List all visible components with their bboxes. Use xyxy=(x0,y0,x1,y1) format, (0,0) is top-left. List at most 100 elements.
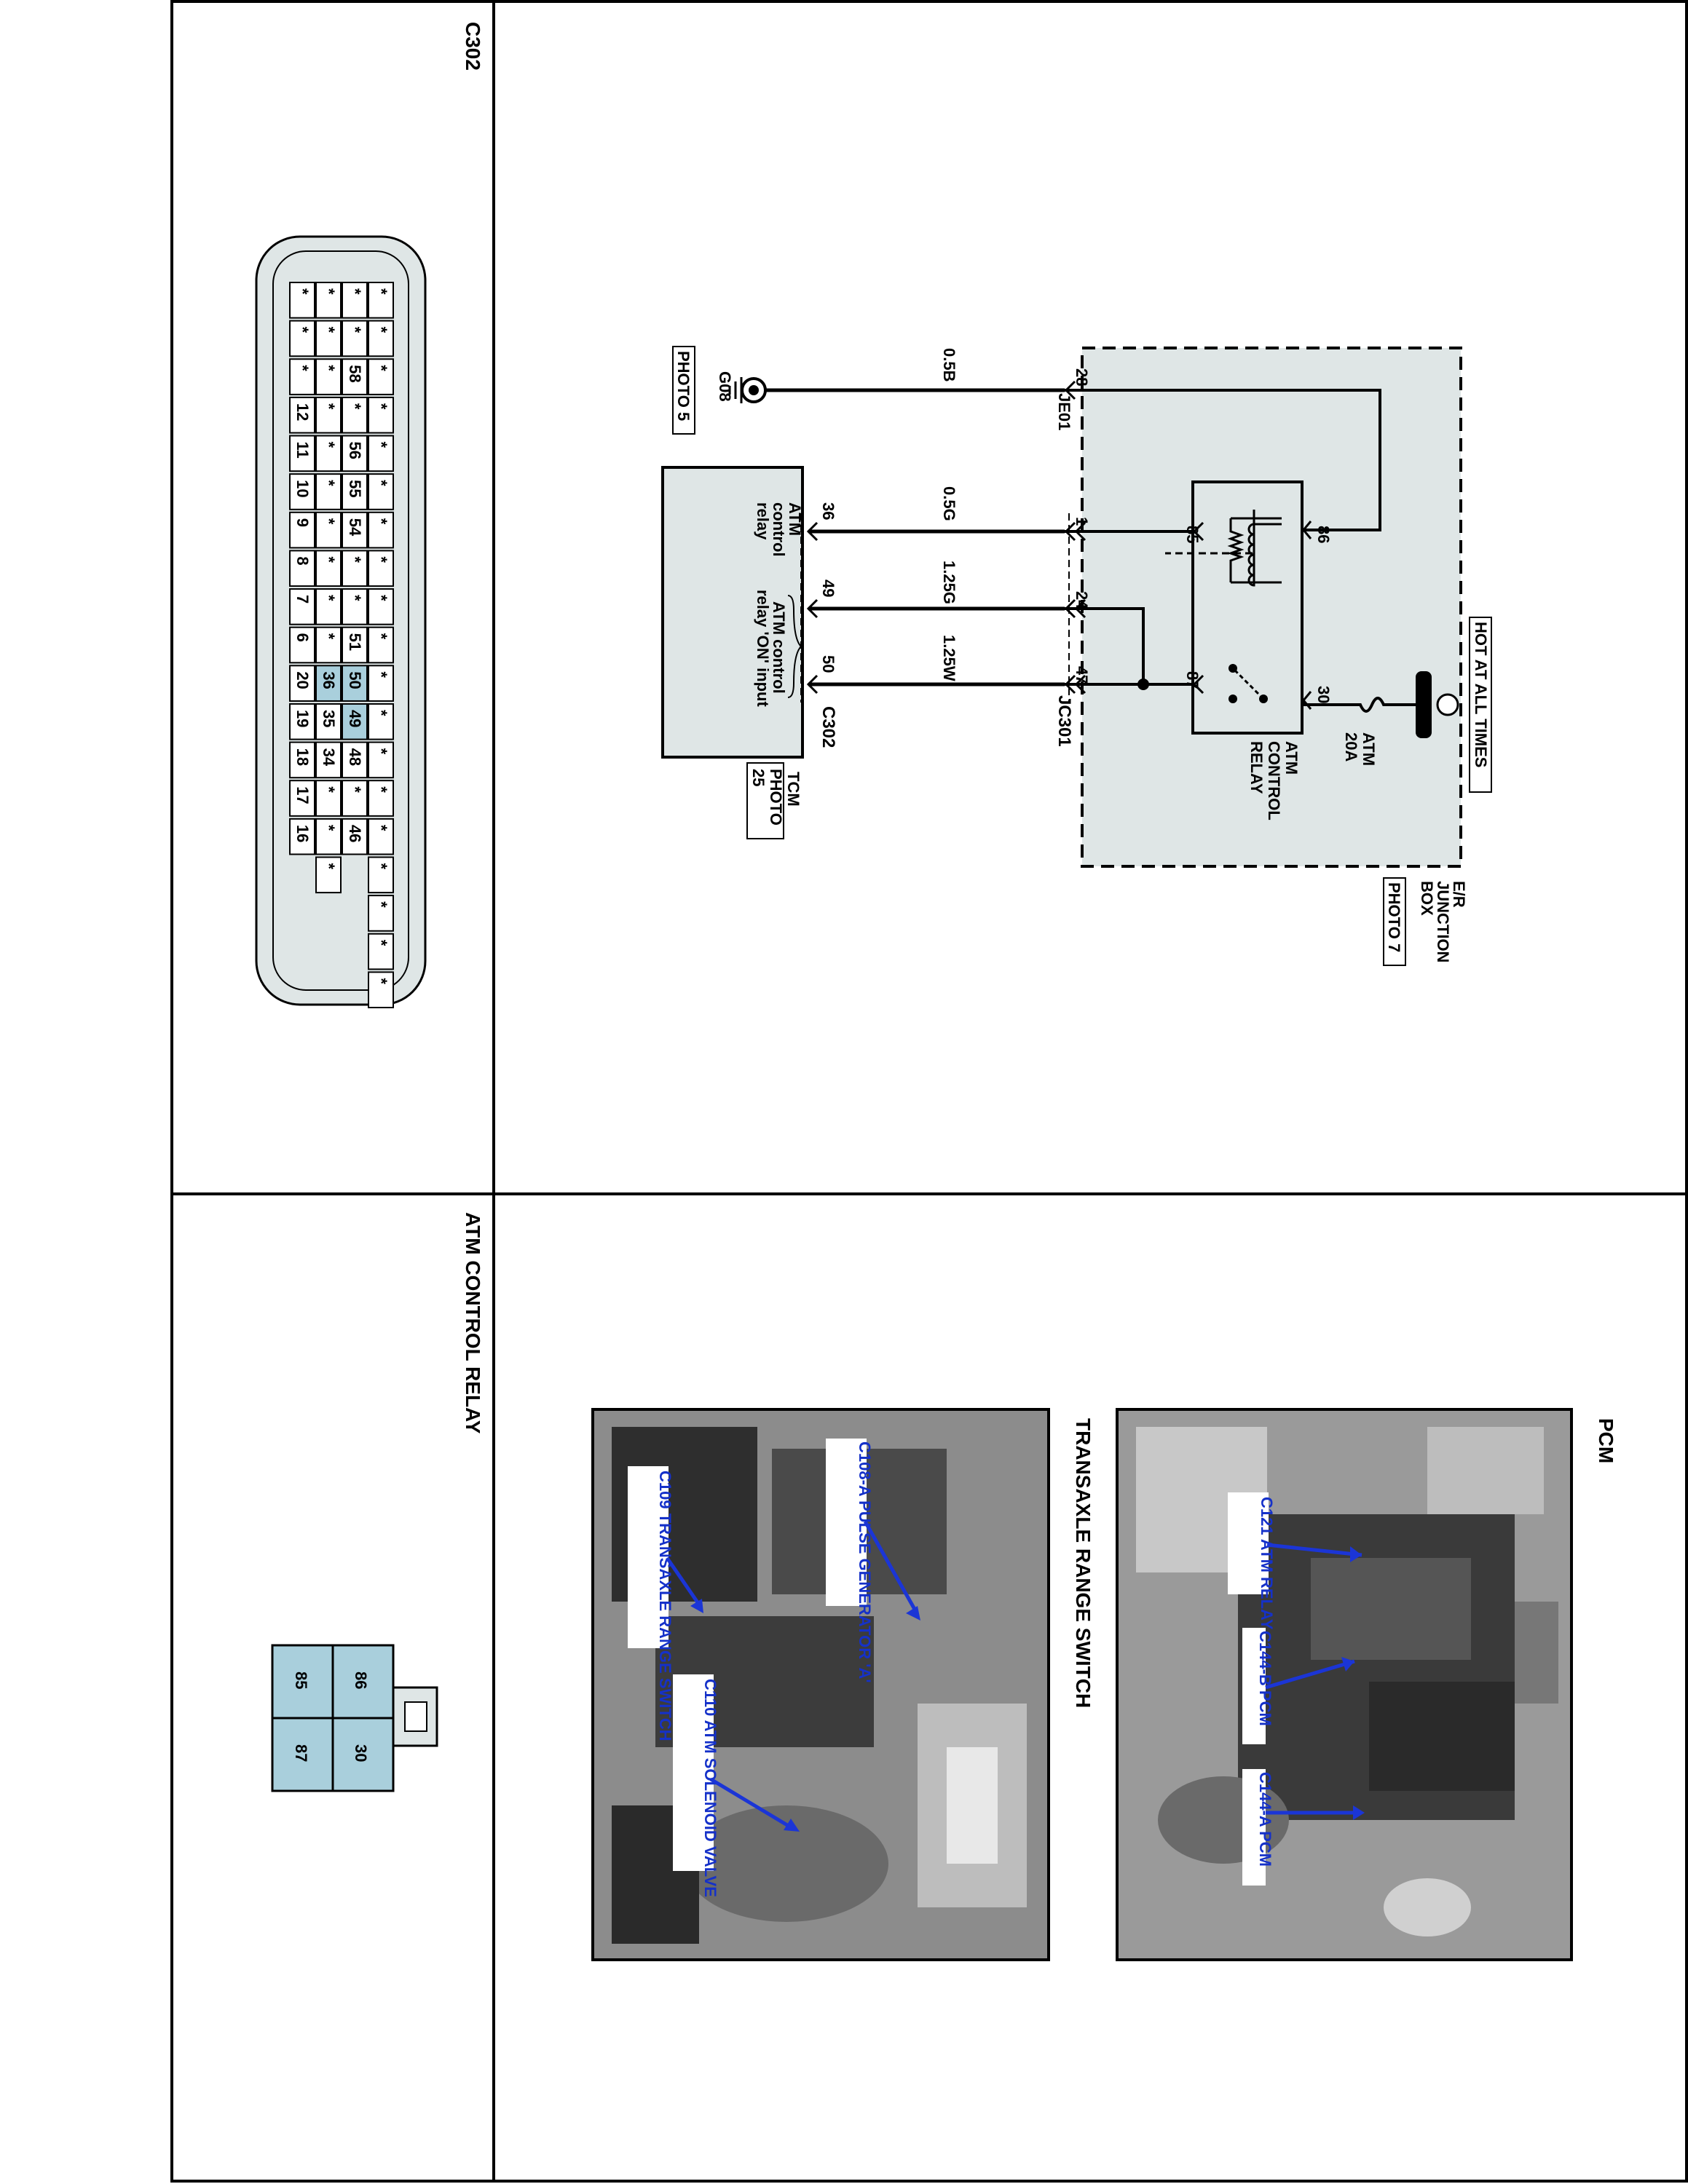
c302-cell xyxy=(315,282,342,319)
c302-cell xyxy=(342,626,368,664)
c302-cell xyxy=(315,780,342,817)
c302-cell-label: * xyxy=(320,786,338,793)
c302-cell xyxy=(289,511,315,549)
c302-cell-label: 46 xyxy=(346,825,364,842)
pcm-photo-title: PCM xyxy=(1595,1418,1617,1463)
tcm-text1-3: relay xyxy=(754,502,772,540)
c302-cell xyxy=(368,741,394,779)
tcm-text2-2: relay 'ON' input xyxy=(754,590,772,707)
junction-box-label-2: JUNCTION xyxy=(1434,881,1452,962)
c302-cell-label: * xyxy=(320,480,338,486)
ground-photo: PHOTO 5 xyxy=(674,351,693,421)
transaxle-callouts: C108-A PULSE GENERATOR 'A' C109 TRANSAXL… xyxy=(628,1439,920,1897)
relay-panel-title: ATM CONTROL RELAY xyxy=(462,1212,484,1434)
c302-cell xyxy=(289,320,315,357)
c302-cell-label: * xyxy=(372,633,390,640)
c302-cell-label: * xyxy=(346,556,364,563)
c302-cell-label: * xyxy=(372,710,390,716)
transaxle-photo-title: TRANSAXLE RANGE SWITCH xyxy=(1072,1418,1095,1708)
c302-cell-label: 55 xyxy=(346,480,364,497)
pcm-callout-1: C121 ATM RELAY xyxy=(1258,1497,1276,1630)
c302-cell xyxy=(315,626,342,664)
c302-cell xyxy=(315,856,342,894)
c302-cell xyxy=(368,933,394,970)
c302-cell-label: * xyxy=(372,786,390,793)
c302-cell-label: 54 xyxy=(346,518,364,537)
c302-cell xyxy=(342,588,368,625)
pcm-callouts: C121 ATM RELAY C144-B PCM C144-A PCM xyxy=(1228,1492,1365,1886)
c302-connector-face: *********************58*565554**51504948… xyxy=(255,235,427,1008)
c302-cell-label: 9 xyxy=(293,518,312,527)
c302-cell-label: 56 xyxy=(346,442,364,459)
c302-cell xyxy=(289,550,315,587)
fuse-icon xyxy=(1304,697,1416,713)
tcm-text2-1: ATM control xyxy=(770,601,788,694)
c302-cell-label: * xyxy=(372,978,390,984)
relay-pin-86: 86 xyxy=(1314,526,1333,543)
c302-cell xyxy=(315,818,342,855)
c302-cell-label: * xyxy=(372,480,390,486)
transaxle-photo xyxy=(591,1408,1050,1961)
pcm-photo xyxy=(1116,1408,1573,1961)
c302-cell xyxy=(342,511,368,549)
c302-cell-label: * xyxy=(372,327,390,333)
c302-cell xyxy=(315,741,342,779)
tcm-text1-2: control xyxy=(770,502,788,557)
pcm-callout-2: C144-B PCM xyxy=(1256,1631,1274,1726)
c302-cell-label: * xyxy=(372,863,390,869)
c302-cell xyxy=(315,665,342,702)
page-frame xyxy=(170,0,1688,2183)
ground-photo-box xyxy=(672,346,695,435)
c302-cell-label: 12 xyxy=(293,403,312,421)
c302-cell-label: 10 xyxy=(293,480,312,497)
c302-cell-label: * xyxy=(293,327,312,333)
tcm-name: TCM xyxy=(784,772,802,807)
c302-cell-label: * xyxy=(320,595,338,601)
c302-cell-label: * xyxy=(293,365,312,371)
c302-cell xyxy=(368,282,394,319)
trans-callout-1: C108-A PULSE GENERATOR 'A' xyxy=(856,1441,874,1683)
hot-label-box xyxy=(1469,617,1492,793)
c302-cell xyxy=(315,588,342,625)
c302-cell-label: * xyxy=(320,442,338,448)
c302-cell xyxy=(315,358,342,395)
ground-wire-label: 0.5B xyxy=(940,348,958,381)
trans-callout-2: C109 TRANSAXLE RANGE SWITCH xyxy=(656,1471,674,1741)
c302-cell xyxy=(368,780,394,817)
c302-cell xyxy=(368,818,394,855)
c302-cell xyxy=(315,550,342,587)
c302-cell-label: 34 xyxy=(320,748,338,767)
c302-cell xyxy=(289,626,315,664)
c302-cell xyxy=(289,473,315,510)
tcm-conn: C302 xyxy=(819,706,838,748)
c302-cell-label: 7 xyxy=(293,595,312,604)
c302-cell-label: * xyxy=(372,288,390,295)
fuse-name: ATM xyxy=(1360,732,1378,766)
c302-cell xyxy=(342,396,368,434)
c302-cell xyxy=(368,550,394,587)
c302-cell xyxy=(368,703,394,740)
relay-coil-icon xyxy=(1247,523,1282,587)
ground-conn: JE01 xyxy=(1055,393,1073,430)
c302-cell-label: * xyxy=(372,556,390,563)
c302-cell-label: * xyxy=(320,633,338,640)
c302-cell-label: 8 xyxy=(293,556,312,565)
c302-cell-label: * xyxy=(320,403,338,410)
c302-cell-label: * xyxy=(320,556,338,563)
c302-cell-label: * xyxy=(320,825,338,831)
junction-photo: PHOTO 7 xyxy=(1385,882,1403,952)
power-bus-icon xyxy=(1416,671,1432,738)
power-source-icon xyxy=(1436,693,1459,716)
hot-label: HOT AT ALL TIMES xyxy=(1472,622,1490,767)
c302-cell xyxy=(368,396,394,434)
tcm-pin-50: 50 xyxy=(819,655,837,673)
c302-cell-label: 19 xyxy=(293,710,312,727)
c302-cell-label: * xyxy=(293,288,312,295)
fuse-rating: 20A xyxy=(1342,732,1360,761)
junction-box-area xyxy=(1081,347,1462,868)
c302-cell xyxy=(289,780,315,817)
c302-cell-label: * xyxy=(320,327,338,333)
c302-cell-label: 35 xyxy=(320,710,338,727)
c302-cell-label: 17 xyxy=(293,786,312,804)
junction-conn: JC301 xyxy=(1054,695,1074,747)
